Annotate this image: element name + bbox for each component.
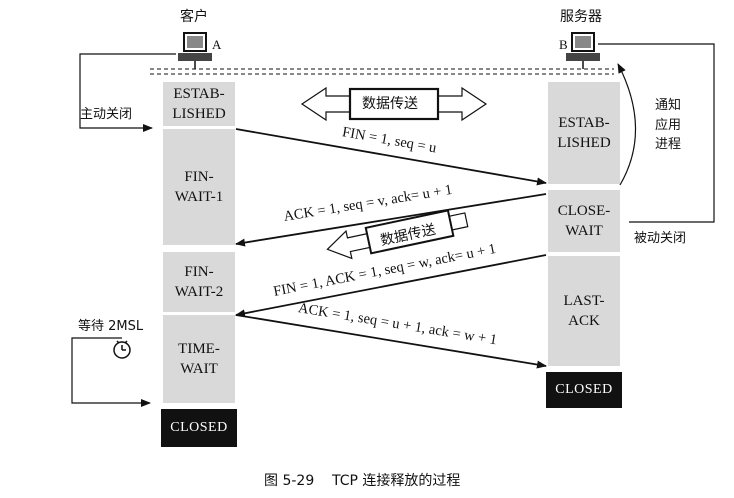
data-transfer-left-arrow <box>326 209 469 260</box>
server-state-last-ack: LAST- ACK <box>548 256 620 366</box>
client-state-established: ESTAB- LISHED <box>163 82 235 126</box>
server-state-closed: CLOSED <box>546 372 622 408</box>
server-label: B <box>559 37 568 52</box>
data-transfer-double-arrow <box>300 86 488 122</box>
wait-2msl-label: 等待 2MSL <box>78 319 144 334</box>
client-label: A <box>212 37 222 52</box>
active-close-label: 主动关闭 <box>80 107 133 122</box>
server-computer-icon <box>566 32 600 69</box>
notify-app-arrow <box>617 63 637 186</box>
client-state-fin-wait-2: FIN- WAIT-2 <box>163 252 235 312</box>
client-computer-icon <box>178 32 212 69</box>
msg-arrow-fin-2 <box>235 254 547 318</box>
wait-2msl-path <box>71 337 151 407</box>
passive-close-label: 被动关闭 <box>634 231 687 246</box>
client-state-closed: CLOSED <box>161 409 237 447</box>
client-state-time-wait: TIME- WAIT <box>163 315 235 403</box>
data-transfer-label-top: 数据传送 <box>362 96 418 112</box>
msg-arrow-ack-1 <box>235 193 547 247</box>
msg-arrow-ack-2 <box>235 314 547 369</box>
server-state-established: ESTAB- LISHED <box>548 82 620 184</box>
server-state-close-wait: CLOSE- WAIT <box>548 190 620 252</box>
clock-icon <box>113 340 131 359</box>
client-title: 客户 <box>180 9 208 25</box>
figure-caption: 图 5-29 TCP 连接释放的过程 <box>264 473 461 489</box>
client-state-fin-wait-1: FIN- WAIT-1 <box>163 129 235 245</box>
msg-arrow-fin-1 <box>235 128 547 186</box>
active-close-path <box>79 53 176 132</box>
notify-app-label: 通知 应用 进程 <box>655 98 682 152</box>
passive-close-path <box>598 43 715 223</box>
server-title: 服务器 <box>560 9 602 25</box>
